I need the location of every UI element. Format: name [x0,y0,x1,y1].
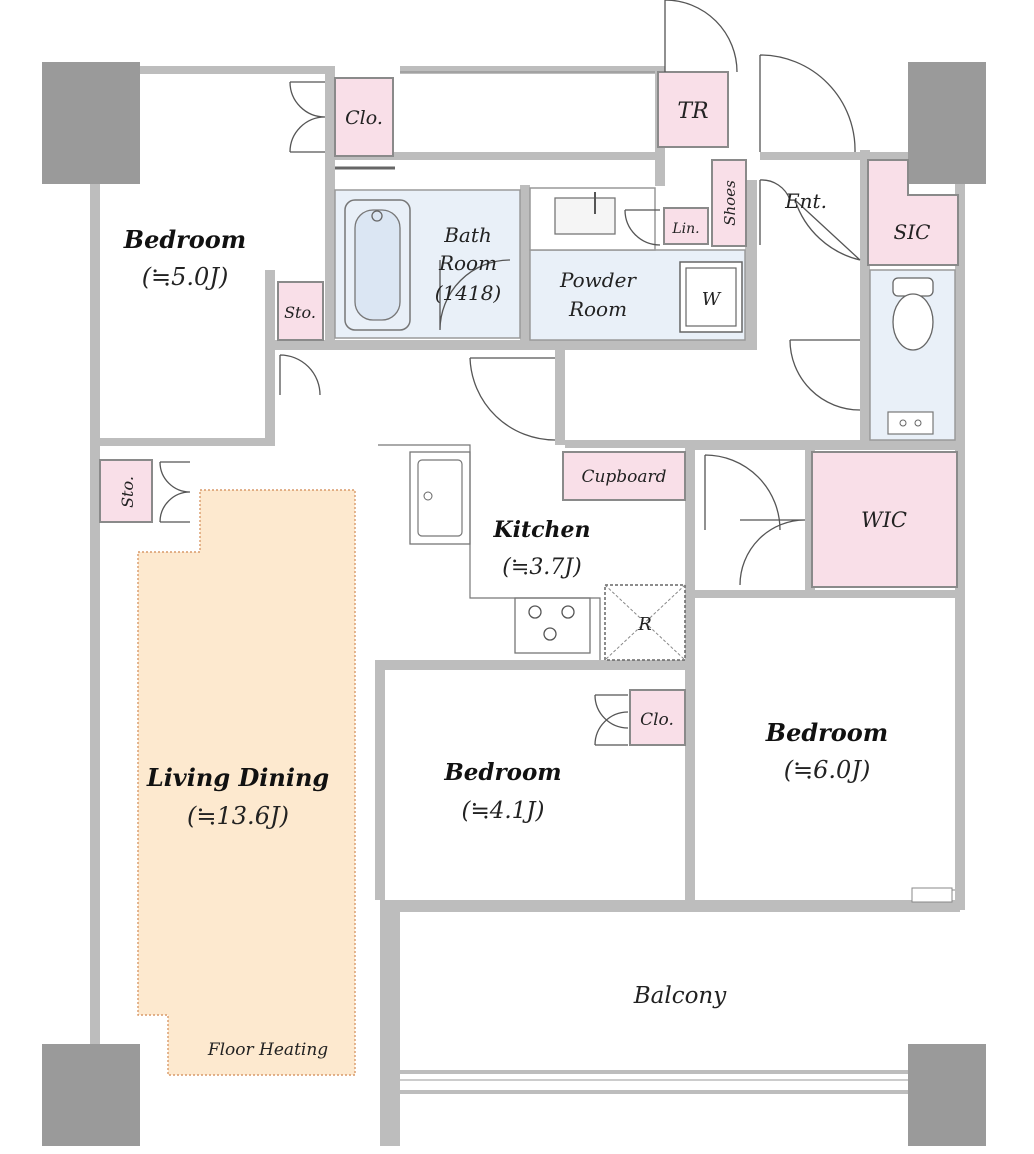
bathtub [344,199,411,331]
wic-label: WIC [861,508,907,532]
window-lines [335,71,955,1081]
closet-mid-label: Clo. [640,710,674,730]
bedroom-se-name: Bedroom [765,718,888,747]
storage-upper-label: Sto. [284,303,316,322]
bath-label-2: Room [438,251,497,275]
bedroom-mid-size: (≒4.1J) [461,798,544,824]
trunk-room-label: TR [677,99,708,124]
powder-label-1: Powder [559,268,637,292]
bath-label-1: Bath [443,223,492,247]
storage-blocks [99,71,959,746]
refrigerator [604,584,686,661]
stove [514,597,591,654]
fixture-labels: Clo. TR Shoes Lin. Ent. SIC Sto. Sto. W … [118,99,930,730]
floor-heating-area [137,489,356,1076]
room-labels: Bedroom (≒5.0J) Bath Room (1418) Powder … [123,223,888,1060]
interior-walls [100,66,960,900]
living-size: (≒13.6J) [187,802,289,830]
powder-sink [554,192,616,235]
kitchen-name: Kitchen [492,517,590,543]
linen-label: Lin. [671,221,699,237]
powder-label-2: Room [568,297,627,321]
refrigerator-label: R [637,614,652,635]
bedroom-nw-size: (≒5.0J) [142,263,229,291]
washer-label: W [702,289,722,310]
kitchen-size: (≒3.7J) [502,555,581,580]
doors [159,0,861,746]
storage-lower-label: Sto. [118,476,137,508]
washer [679,261,743,333]
outer-walls [90,66,965,1146]
bedroom-se-size: (≒6.0J) [784,756,871,784]
bedroom-mid-name: Bedroom [443,759,561,786]
sic-label: SIC [894,220,931,244]
shoes-label: Shoes [721,180,739,226]
balcony-name: Balcony [633,983,728,1009]
toilet [887,277,934,435]
entrance-label: Ent. [784,189,827,213]
living-name: Living Dining [146,763,329,792]
columns [42,62,986,1146]
bath-label-3: (1418) [435,281,502,305]
floor-heating-note: Floor Heating [207,1040,328,1060]
bedroom-nw-name: Bedroom [123,225,246,254]
kitchen-counter [378,444,601,660]
kitchen-sink [409,451,471,545]
cupboard-label: Cupboard [581,467,666,487]
closet-top-label: Clo. [345,107,383,129]
